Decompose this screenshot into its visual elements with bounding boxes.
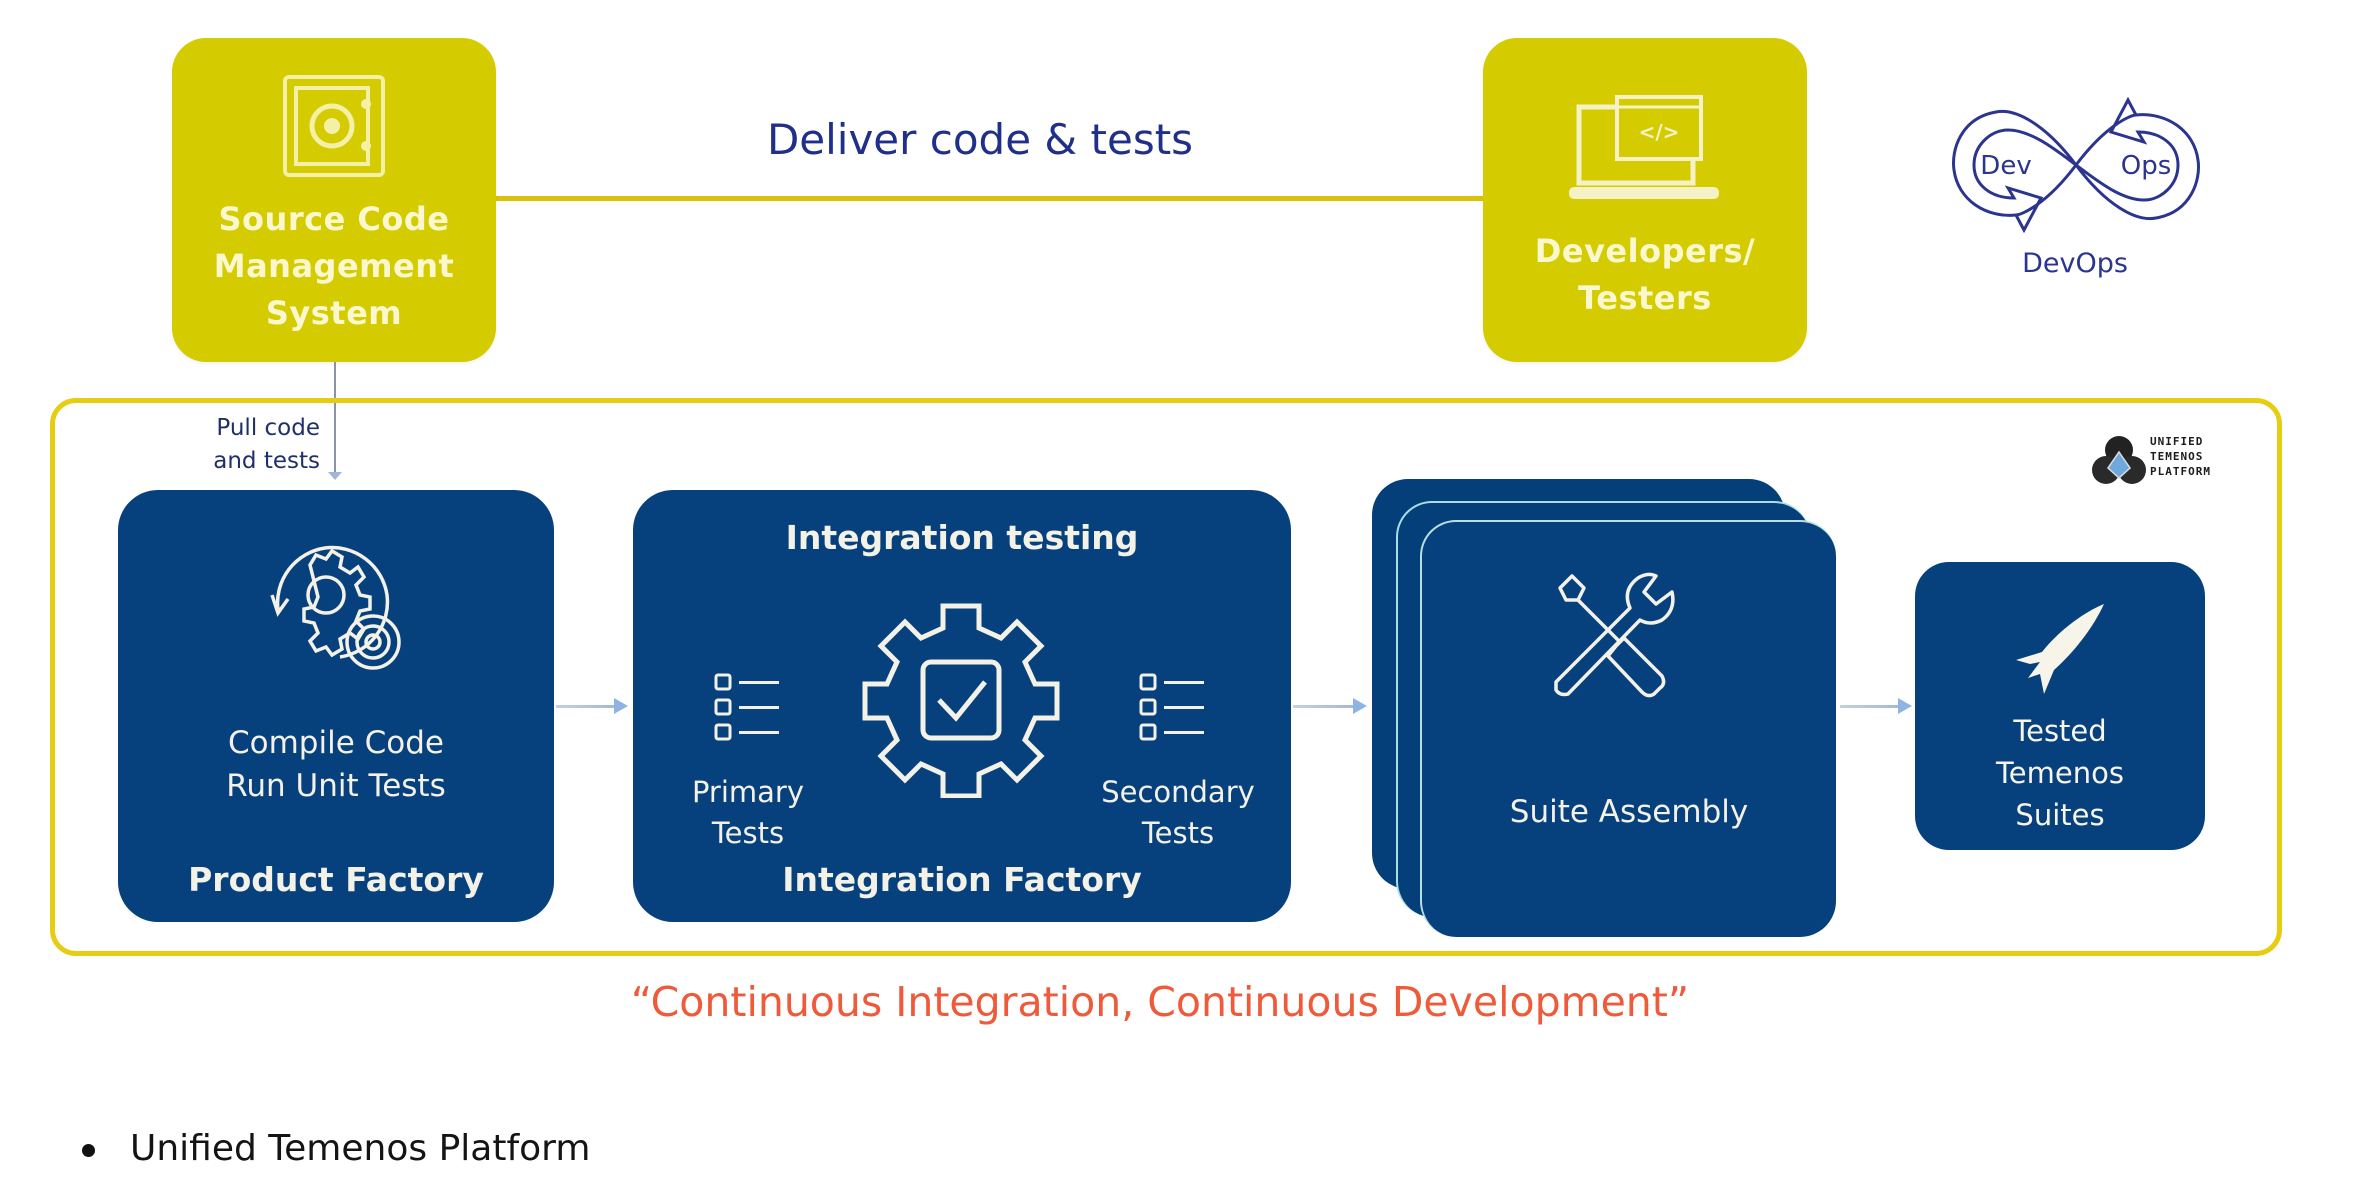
platform-logo-line-1: UNIFIED bbox=[2150, 435, 2204, 448]
secondary-tests-label: Secondary Tests bbox=[1093, 772, 1263, 854]
deliver-label: Deliver code & tests bbox=[766, 115, 1194, 164]
pull-connector-line bbox=[334, 362, 336, 476]
scm-label-line-2: Management bbox=[213, 247, 455, 285]
platform-logo-line-3: PLATFORM bbox=[2150, 465, 2211, 478]
rocket-icon bbox=[2016, 604, 2104, 694]
deliver-connector-line bbox=[490, 196, 1490, 201]
unified-platform-logo bbox=[2092, 436, 2146, 484]
source-code-management-box[interactable]: Source Code Management System bbox=[172, 38, 496, 362]
tested-suites-line-2: Temenos bbox=[1996, 756, 2124, 790]
vault-icon bbox=[283, 75, 385, 177]
developers-label-line-1: Developers/ bbox=[1534, 232, 1756, 270]
arrow-integration-to-suite bbox=[1293, 698, 1367, 714]
integration-heading: Integration testing bbox=[785, 518, 1139, 557]
tools-icon bbox=[1554, 572, 1675, 698]
primary-tests-label: Primary Tests bbox=[673, 772, 823, 854]
pull-label: Pull code and tests bbox=[190, 412, 320, 478]
bullet-text: Unified Temenos Platform bbox=[130, 1128, 591, 1169]
primary-tests-line-2: Tests bbox=[711, 816, 785, 850]
tested-suites-label: Tested Temenos Suites bbox=[1915, 710, 2205, 836]
tested-suites-line-3: Suites bbox=[2015, 798, 2105, 832]
devops-left-text: Dev bbox=[1980, 151, 2031, 181]
pipeline-frame bbox=[50, 398, 2282, 956]
tested-suites-line-1: Tested bbox=[2013, 714, 2107, 748]
integration-factory-title: Integration Factory bbox=[782, 860, 1142, 899]
secondary-checklist-icon bbox=[1139, 673, 1204, 741]
primary-checklist-icon bbox=[714, 673, 779, 741]
product-factory-box[interactable]: Compile Code Run Unit Tests Product Fact… bbox=[118, 490, 554, 922]
platform-logo-line-2: TEMENOS bbox=[2150, 450, 2204, 463]
arrow-suite-to-tested bbox=[1840, 698, 1912, 714]
product-factory-desc-line-2: Run Unit Tests bbox=[226, 768, 446, 804]
devops-caption: DevOps bbox=[2022, 248, 2128, 279]
gears-cycle-icon bbox=[270, 545, 401, 670]
svg-text:</>: </> bbox=[1639, 120, 1680, 144]
secondary-tests-line-1: Secondary bbox=[1101, 775, 1255, 809]
infinity-loop-icon: Dev Ops bbox=[1952, 96, 2200, 234]
integration-factory-box[interactable]: Integration testing Primary Tests Second… bbox=[633, 490, 1291, 922]
platform-logo: UNIFIED TEMENOS PLATFORM bbox=[2092, 432, 2242, 488]
gear-checkbox-icon bbox=[862, 603, 1060, 798]
devops-right-text: Ops bbox=[2121, 151, 2172, 181]
pull-label-line-1: Pull code bbox=[216, 415, 320, 441]
tagline: “Continuous Integration, Continuous Deve… bbox=[630, 978, 1690, 1026]
tested-suites-box[interactable]: Tested Temenos Suites bbox=[1915, 562, 2205, 850]
devops-logo: Dev Ops DevOps bbox=[1940, 90, 2210, 290]
developers-label-line-2: Testers bbox=[1578, 279, 1712, 317]
product-factory-desc-line-1: Compile Code bbox=[227, 725, 444, 761]
pull-label-line-2: and tests bbox=[213, 448, 320, 474]
product-factory-title: Product Factory bbox=[188, 860, 484, 899]
primary-tests-line-1: Primary bbox=[691, 775, 805, 809]
scm-label-line-3: System bbox=[265, 294, 403, 332]
bullet-item: Unified Temenos Platform bbox=[80, 1128, 780, 1169]
suite-assembly-box[interactable]: Suite Assembly bbox=[1420, 520, 1836, 937]
suite-assembly-label: Suite Assembly bbox=[1509, 794, 1749, 830]
secondary-tests-line-2: Tests bbox=[1141, 816, 1215, 850]
pull-arrowhead bbox=[328, 472, 342, 480]
developers-testers-box[interactable]: </> Developers/ Testers bbox=[1483, 38, 1807, 362]
bullet-dot-icon bbox=[82, 1144, 95, 1157]
bullet-list: Unified Temenos Platform bbox=[80, 1128, 780, 1169]
arrow-product-to-integration bbox=[556, 698, 628, 714]
scm-label-line-1: Source Code bbox=[218, 200, 450, 238]
laptop-code-icon: </> bbox=[1569, 95, 1719, 199]
